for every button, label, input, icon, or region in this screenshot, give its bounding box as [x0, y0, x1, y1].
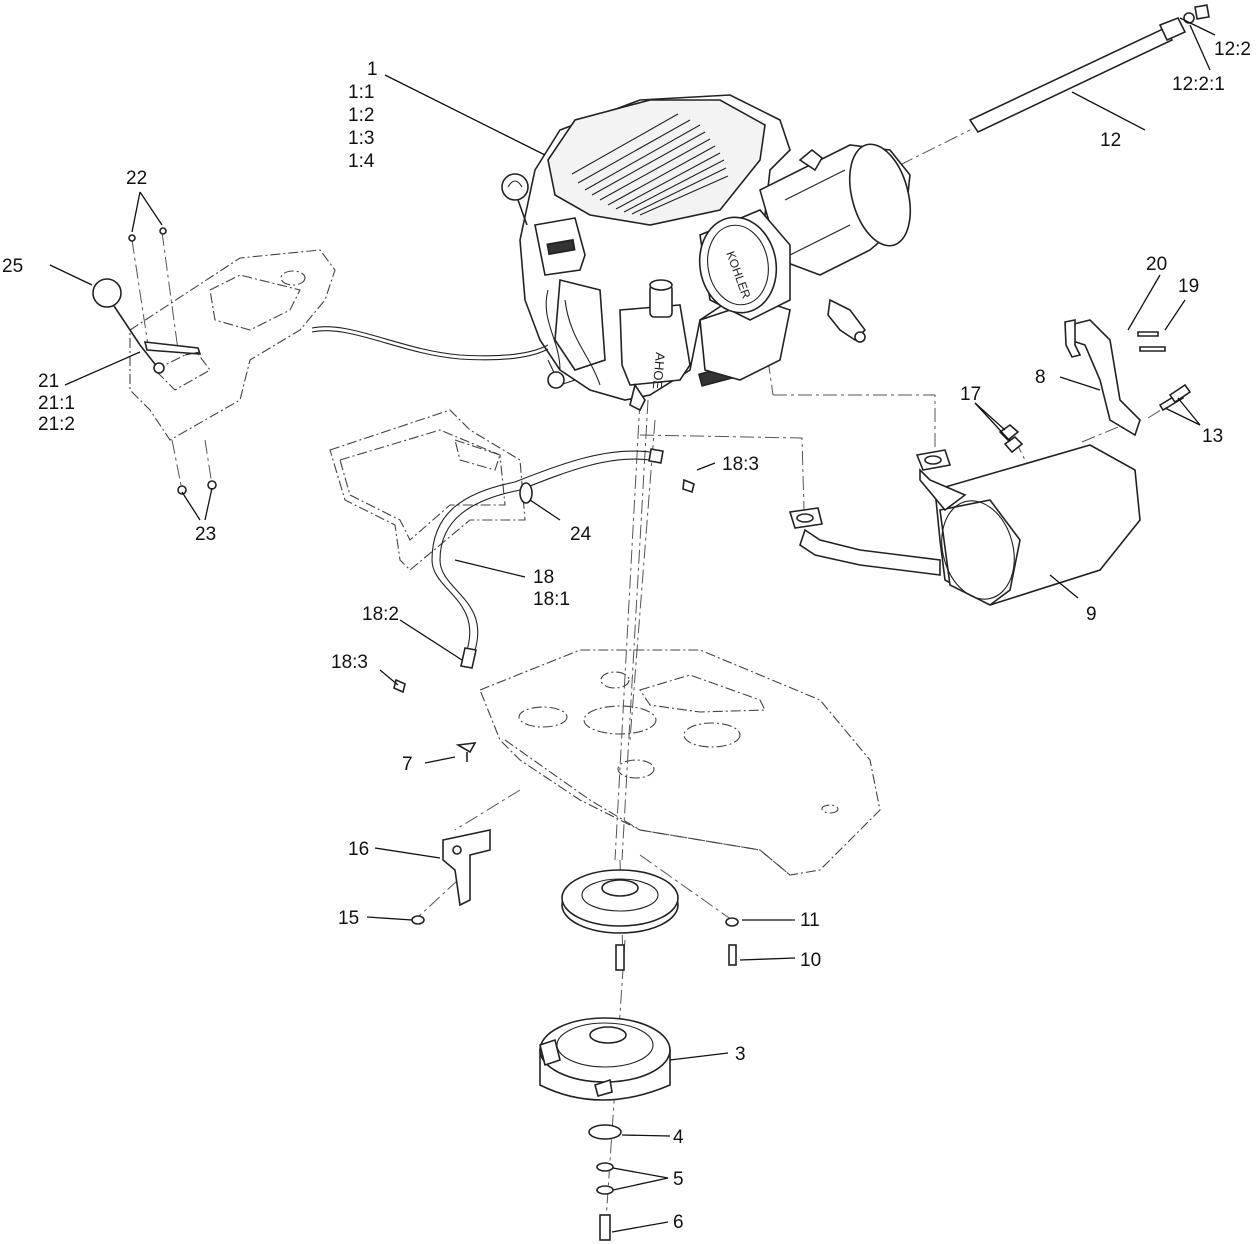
- engine-pulley: [561, 869, 679, 971]
- callout-21-1: 21:1: [38, 393, 75, 414]
- anti-rotation-bracket: [442, 829, 491, 907]
- callout-16: 16: [348, 839, 369, 860]
- callout-12-2: 12:2: [1214, 39, 1251, 60]
- support-tray: [329, 409, 526, 571]
- callout-7: 7: [402, 754, 413, 775]
- callout-18-2: 18:2: [362, 604, 399, 625]
- engine-deck-plate: [479, 649, 881, 876]
- callout-10: 10: [800, 950, 821, 971]
- clutch-hardware: [588, 1124, 622, 1241]
- callout-23: 23: [195, 524, 216, 545]
- callout-1-4: 1:4: [348, 151, 375, 172]
- fuel-line: [393, 448, 695, 694]
- callout-17: 17: [960, 384, 981, 405]
- callout-24: 24: [570, 524, 592, 545]
- engine-assembly: AHOE: [501, 94, 867, 412]
- callout-leaders: [49, 17, 1216, 1233]
- callout-25: 25: [2, 256, 23, 277]
- callout-12: 12: [1100, 130, 1121, 151]
- callout-9: 9: [1086, 604, 1097, 625]
- throttle-cable: [311, 326, 549, 361]
- throttle-lever: [139, 341, 202, 374]
- extension-shaft: [968, 4, 1210, 134]
- muffler-bracket: [1064, 319, 1141, 437]
- callout-21: 21: [38, 371, 59, 392]
- air-cleaner: KOHLER: [698, 143, 912, 321]
- callout-22: 22: [126, 168, 147, 189]
- callout-18: 18: [533, 567, 554, 588]
- callout-1-3: 1:3: [348, 128, 374, 149]
- callout-20: 20: [1146, 254, 1167, 275]
- callout-5: 5: [673, 1169, 684, 1190]
- callout-21-2: 21:2: [38, 414, 75, 435]
- callout-18-1: 18:1: [533, 589, 570, 610]
- callout-12-2-1: 12:2:1: [1172, 74, 1225, 95]
- callout-11: 11: [800, 910, 820, 931]
- callout-3: 3: [735, 1044, 746, 1065]
- electric-pto-clutch: [539, 1017, 671, 1101]
- callout-1-2: 1:2: [348, 105, 374, 126]
- muffler: [788, 444, 1141, 606]
- callout-6: 6: [673, 1212, 684, 1233]
- callout-4: 4: [673, 1127, 684, 1148]
- callout-18-3-top: 18:3: [722, 454, 759, 475]
- callout-1: 1: [367, 59, 378, 80]
- callout-18-3-bottom: 18:3: [331, 652, 368, 673]
- shroud-grille: [571, 113, 729, 216]
- callout-15: 15: [338, 908, 359, 929]
- bracket-fasteners: [998, 331, 1192, 454]
- callout-labels: 1 1:1 1:2 1:3 1:4 12 12:2 12:2:1 22 25 2…: [2, 39, 1251, 1233]
- callout-1-1: 1:1: [348, 82, 374, 103]
- throttle-mount-plate: [129, 249, 336, 441]
- callout-13: 13: [1202, 426, 1223, 447]
- engine-side-mark: AHOE: [650, 352, 668, 390]
- callout-8: 8: [1035, 367, 1046, 388]
- callout-19: 19: [1178, 276, 1199, 297]
- throttle-knob: [92, 278, 141, 346]
